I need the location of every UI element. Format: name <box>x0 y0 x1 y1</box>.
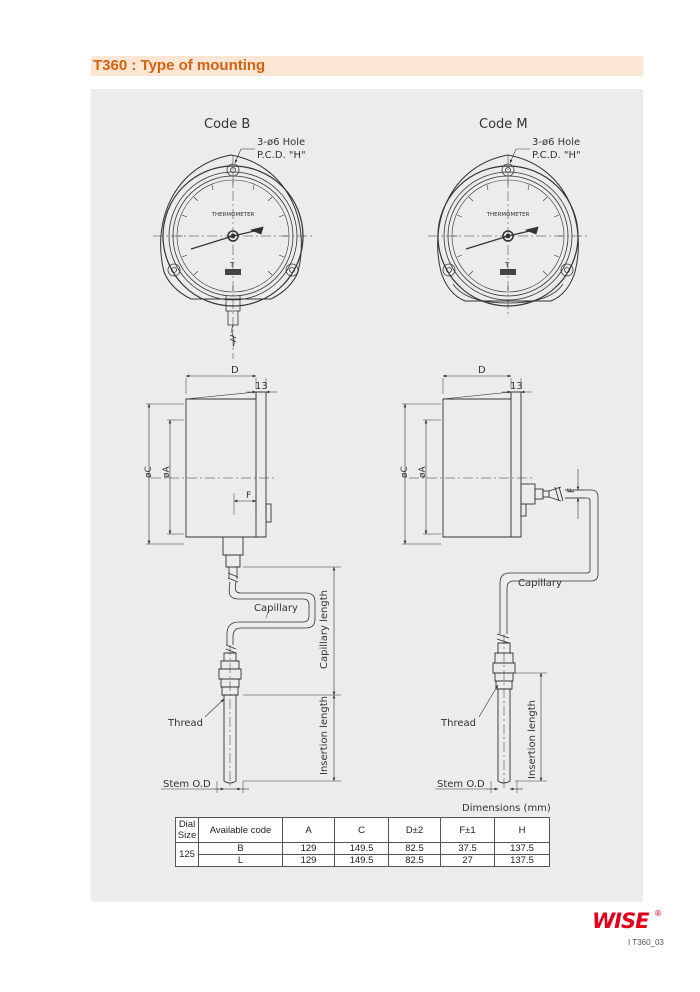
code-m-capillary-label: Capillary <box>518 578 562 589</box>
page-code: I T360_03 <box>628 938 664 947</box>
technical-drawing: T Code B 3-ø6 Hole P.C.D. "H" THERMOMETE… <box>144 117 599 814</box>
code-b-dim-13: 13 <box>255 381 268 392</box>
code-m-dim-d: D <box>478 365 486 376</box>
table-cell: 27 <box>440 854 495 867</box>
table-header-cell: C <box>334 817 389 843</box>
code-b-dim-oa: øA <box>162 465 172 478</box>
table-cell: 82.5 <box>388 842 441 855</box>
table-row: 125 B 129 149.5 82.5 37.5 137.5 <box>175 842 550 867</box>
code-m-dim-f: F <box>567 488 577 493</box>
code-m-stem-od-label: Stem O.D <box>437 779 485 790</box>
code-b-stem-od-label: Stem O.D <box>163 779 211 790</box>
table-header-cell: H <box>494 817 550 843</box>
wise-logo: WISE ® <box>592 909 661 932</box>
dimensions-unit-label: Dimensions (mm) <box>462 803 551 814</box>
dial-size-cell: 125 <box>175 842 199 867</box>
code-b-hole-note: 3-ø6 Hole <box>257 137 305 148</box>
drawing-panel: T Code B 3-ø6 Hole P.C.D. "H" THERMOMETE… <box>91 89 643 902</box>
code-b-capillary-length: Capillary length <box>319 590 330 669</box>
code-m-dim-oc: øC <box>400 466 410 478</box>
code-b-insertion-length: Insertion length <box>319 696 330 775</box>
table-header-cell: D±2 <box>388 817 441 843</box>
table-cell: 149.5 <box>334 842 389 855</box>
code-b-capillary-label: Capillary <box>254 603 298 614</box>
svg-text:T: T <box>229 261 235 269</box>
table-header-cell: Dial Size <box>175 817 199 843</box>
table-header-cell: Available code <box>198 817 283 843</box>
code-b-thread-label: Thread <box>167 718 203 729</box>
code-b-label: Code B <box>204 117 250 132</box>
code-m-pcd-note: P.C.D. "H" <box>532 150 581 161</box>
code-b-dim-oc: øC <box>144 466 154 478</box>
code-b-side-view <box>146 374 341 793</box>
code-m-thread-label: Thread <box>440 718 476 729</box>
code-b-pcd-note: P.C.D. "H" <box>257 150 306 161</box>
code-m-insertion-length: Insertion length <box>527 700 538 779</box>
table-cell: B <box>198 842 283 855</box>
code-m-dial-label: THERMOMETER <box>486 212 530 218</box>
table-cell: L <box>198 854 283 867</box>
code-m-dim-oa: øA <box>418 465 428 478</box>
table-row: L 129 149.5 82.5 27 137.5 <box>176 854 550 867</box>
code-b-dial-label: THERMOMETER <box>211 212 255 218</box>
code-m-side-view <box>402 374 599 793</box>
code-b-front-view: T <box>153 154 313 359</box>
table-header-row: Dial Size Available code A C D±2 F±1 H <box>175 817 550 843</box>
code-b-dim-f: F <box>246 491 251 501</box>
code-m-hole-note: 3-ø6 Hole <box>532 137 580 148</box>
table-header-cell: F±1 <box>440 817 495 843</box>
code-b-dim-d: D <box>231 365 239 376</box>
dimensions-table: Dial Size Available code A C D±2 F±1 H 1… <box>175 817 550 867</box>
svg-text:T: T <box>504 261 510 269</box>
code-m-label: Code M <box>479 117 528 132</box>
code-m-front-view: T <box>428 154 588 314</box>
table-cell: 82.5 <box>388 854 441 867</box>
table-cell: 37.5 <box>440 842 495 855</box>
table-cell: 129 <box>282 842 335 855</box>
table-header-cell: A <box>282 817 335 843</box>
table-cell: 137.5 <box>494 842 550 855</box>
title-band: T360 : Type of mounting <box>91 56 643 76</box>
wise-logo-text: WISE <box>592 909 650 932</box>
table-cell: 149.5 <box>334 854 389 867</box>
registered-mark: ® <box>654 909 661 918</box>
table-cell: 137.5 <box>494 854 550 867</box>
table-cell: 129 <box>282 854 335 867</box>
page-title: T360 : Type of mounting <box>93 57 266 74</box>
code-m-dim-13: 13 <box>510 381 523 392</box>
